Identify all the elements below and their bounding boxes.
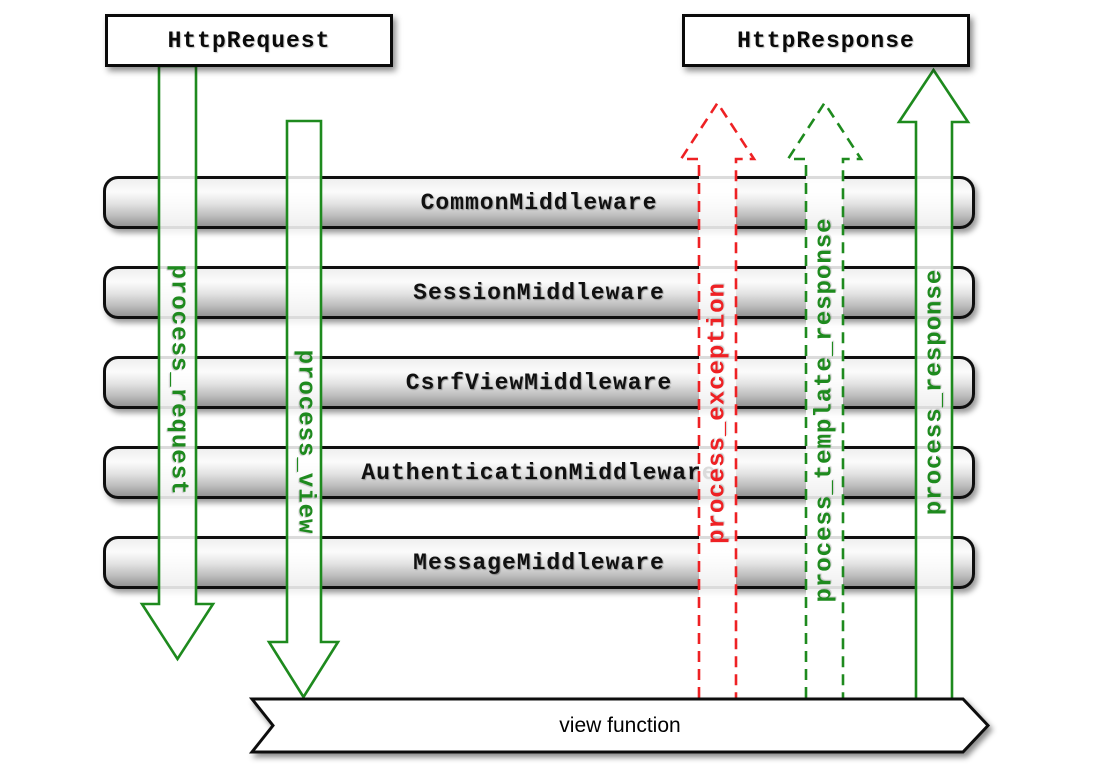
process-request-label: process_request: [164, 264, 192, 496]
process-view-arrow: [266, 119, 341, 700]
middleware-label: AuthenticationMiddleware: [361, 459, 717, 486]
http-request-box: HttpRequest: [105, 14, 393, 67]
http-response-box: HttpResponse: [682, 14, 970, 67]
middleware-label: CsrfViewMiddleware: [405, 369, 673, 396]
process-exception-arrow: [678, 100, 757, 698]
process-template-response-arrow: [785, 100, 864, 698]
http-response-label: HttpResponse: [737, 27, 915, 54]
middleware-label: MessageMiddleware: [413, 549, 665, 576]
process-response-label: process_response: [921, 268, 949, 516]
process-response-arrow: [896, 67, 971, 698]
process-view-label: process_view: [291, 349, 319, 535]
view-function-label: view function: [559, 714, 681, 737]
process-exception-label: process_exception: [704, 282, 732, 544]
middleware-label: SessionMiddleware: [413, 279, 665, 306]
http-request-label: HttpRequest: [167, 27, 331, 54]
view-function-banner: [248, 697, 991, 754]
middleware-label: CommonMiddleware: [420, 189, 658, 216]
process-request-arrow: [139, 64, 216, 662]
process-template-response-label: process_template_response: [811, 217, 839, 603]
